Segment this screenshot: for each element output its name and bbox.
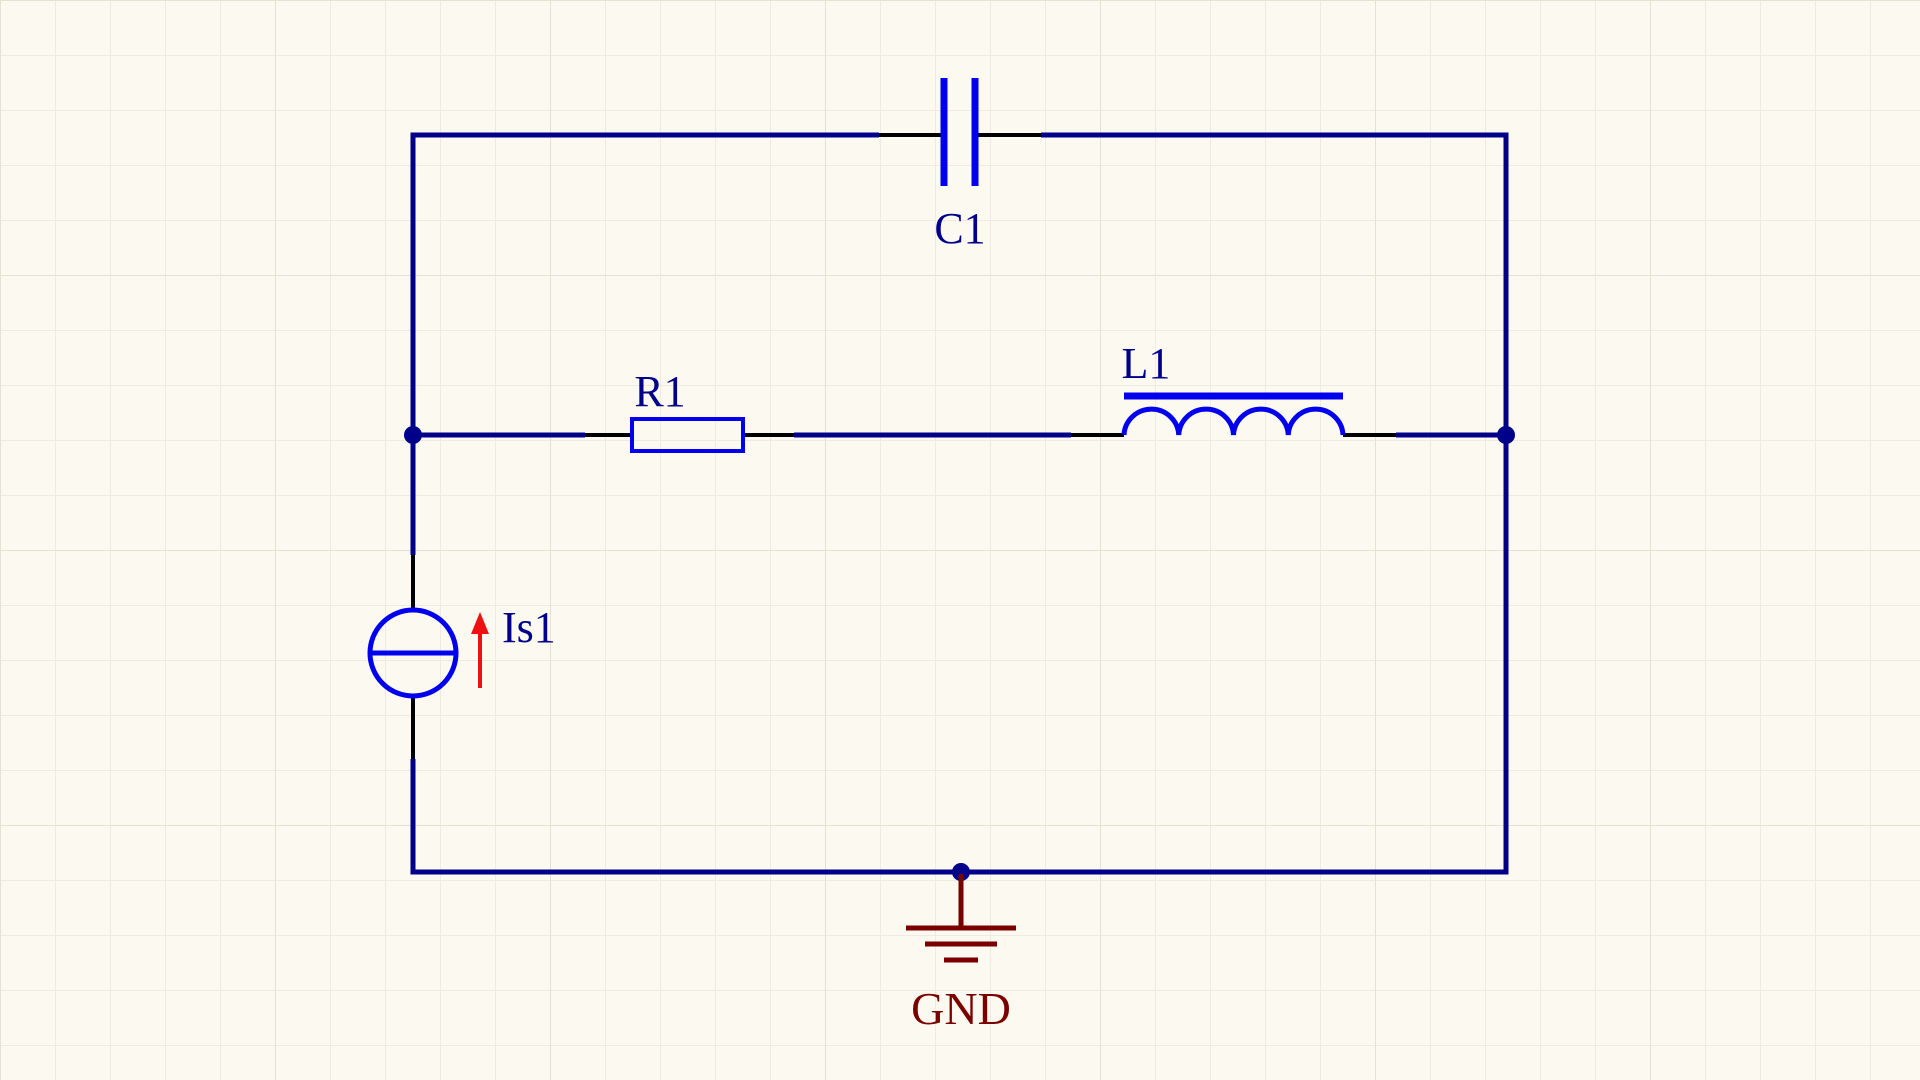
wire-topleft[interactable]	[410, 132, 879, 555]
junction-dot-bottom	[952, 863, 970, 881]
l1-designator-label[interactable]: L1	[1122, 339, 1171, 388]
wire-outer-loop[interactable]	[410, 132, 1509, 875]
component-pins	[411, 133, 1396, 759]
current-direction-arrowhead	[471, 612, 489, 634]
is1-designator-label[interactable]: Is1	[502, 603, 556, 652]
wire-net[interactable]	[410, 132, 1509, 875]
junction-dot-left	[404, 426, 422, 444]
inductor-l1[interactable]: L1	[1121, 339, 1346, 436]
current-source-is1[interactable]: Is1	[367, 603, 556, 699]
current-source-circle[interactable]	[367, 607, 459, 699]
resistor-r1[interactable]: R1	[630, 367, 745, 453]
ground-symbol[interactable]: GND	[906, 874, 1016, 1034]
r1-designator-label[interactable]: R1	[634, 367, 685, 416]
junction-dot-right	[1497, 426, 1515, 444]
capacitor-c1[interactable]: C1	[934, 78, 986, 253]
resistor-body[interactable]	[630, 417, 745, 453]
gnd-net-label[interactable]: GND	[911, 983, 1011, 1034]
c1-designator-label[interactable]: C1	[934, 204, 985, 253]
inductor-coils[interactable]	[1121, 406, 1346, 436]
